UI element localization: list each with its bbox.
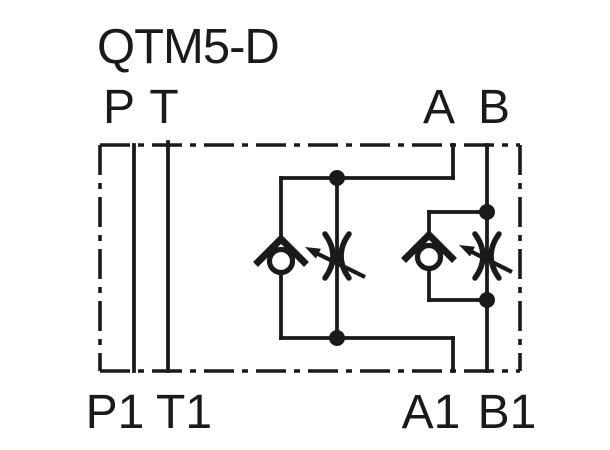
port-label-p: P xyxy=(102,81,136,134)
check-valve-b-icon xyxy=(401,210,489,302)
junction-dot xyxy=(329,170,345,186)
check-valve-b-seat xyxy=(401,230,457,263)
junction-dots xyxy=(329,170,495,346)
check-valve-b-ball xyxy=(414,242,444,272)
check-valve-a-seat xyxy=(253,234,309,267)
port-label-a: A xyxy=(422,81,456,134)
port-label-b: B xyxy=(477,81,511,134)
port-label-a1: A1 xyxy=(401,386,461,439)
a-passage-line xyxy=(279,143,455,373)
port-label-p1: P1 xyxy=(85,386,145,439)
throttle-a-icon xyxy=(305,176,366,340)
throttle-a-arrow-head-icon xyxy=(305,247,321,259)
junction-dot xyxy=(479,204,495,220)
throttle-a-right-arc xyxy=(338,231,352,281)
diagram-title: QTM5-D xyxy=(97,20,280,74)
port-label-t: T xyxy=(149,81,179,134)
junction-dot xyxy=(479,292,495,308)
throttle-b-icon xyxy=(459,231,513,281)
throttle-b-arrow-head-icon xyxy=(459,245,475,257)
valve-body-outline xyxy=(98,143,522,373)
check-valve-a-ball xyxy=(266,246,296,276)
throttle-b-right-arc xyxy=(488,231,502,281)
junction-dot xyxy=(329,330,345,346)
port-label-t1: T1 xyxy=(155,386,213,439)
throttle-b-arrow-shaft xyxy=(467,248,513,274)
throttle-a-left-arc xyxy=(322,231,336,281)
check-valve-a-icon xyxy=(253,176,309,340)
throttle-a-arrow-shaft xyxy=(313,250,366,279)
port-label-b1: B1 xyxy=(477,386,537,439)
